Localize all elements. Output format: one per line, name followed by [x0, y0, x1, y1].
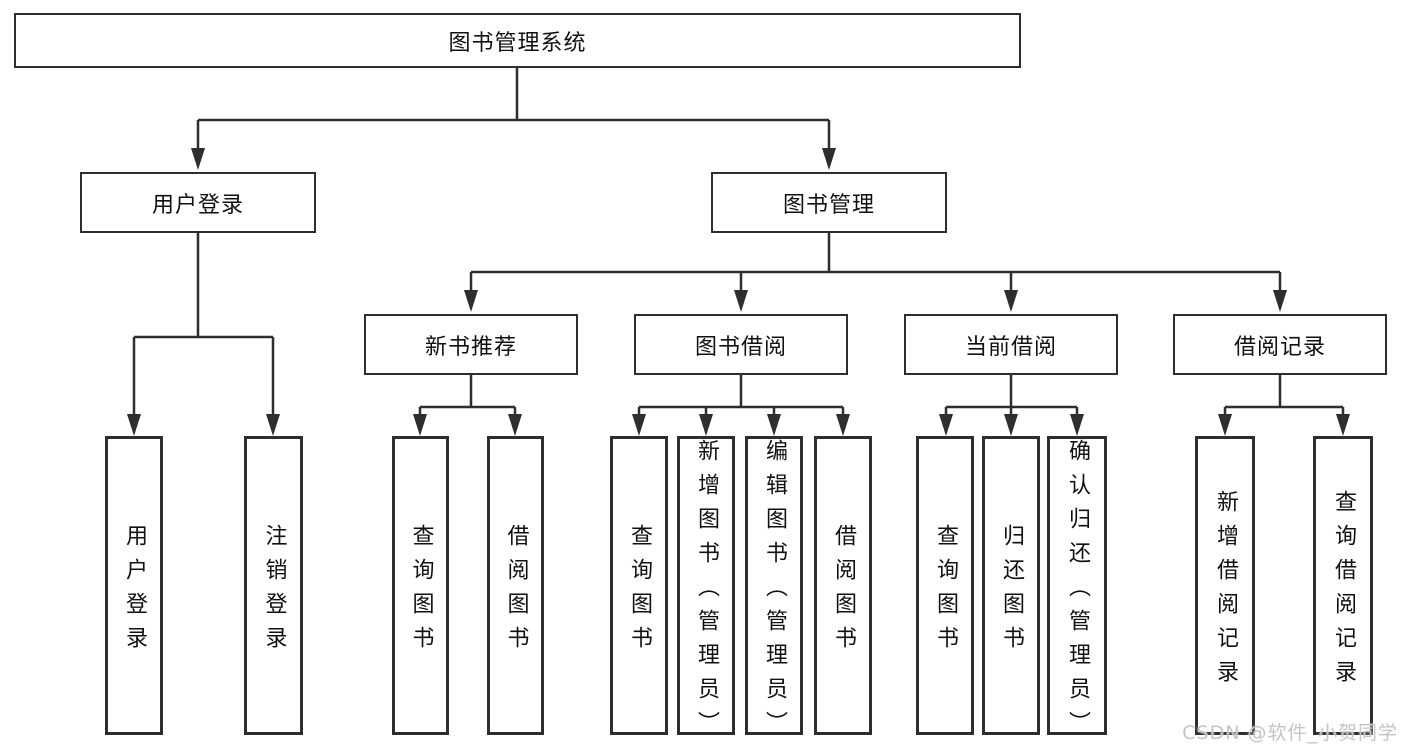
leaf-return-books: 归还图书: [982, 436, 1040, 735]
node-root: 图书管理系统: [14, 13, 1021, 68]
node-label: 查询图书: [933, 523, 958, 660]
arrow-icon: [767, 414, 781, 436]
arrow-icon: [266, 414, 280, 436]
node-label: 注销登录: [261, 523, 287, 660]
node-label: 归还图书: [999, 523, 1024, 660]
node-label: 用户登录: [122, 523, 147, 660]
arrow-icon: [734, 290, 748, 312]
node-label: 借阅图书: [831, 523, 856, 660]
arrow-icon: [699, 414, 713, 436]
node-new-book-recommend: 新书推荐: [364, 314, 578, 375]
arrow-icon: [1004, 290, 1018, 312]
watermark: CSDN @软件_小贺同学: [1182, 722, 1398, 744]
arrow-icon: [939, 414, 953, 436]
node-user-login: 用户登录: [80, 172, 316, 233]
node-label: 新书推荐: [424, 334, 517, 360]
arrow-icon: [464, 290, 478, 312]
leaf-add-borrow-record: 新增借阅记录: [1195, 436, 1255, 735]
node-label: 新增图书（管理员）: [694, 438, 719, 745]
arrow-icon: [836, 414, 850, 436]
arrow-icon: [1004, 414, 1018, 436]
arrow-icon: [191, 148, 205, 170]
leaf-logout: 注销登录: [244, 436, 303, 735]
node-label: 借阅记录: [1233, 334, 1326, 360]
node-label: 确认归还（管理员）: [1065, 438, 1090, 745]
leaf-user-login: 用户登录: [105, 436, 163, 735]
leaf-query-books-2: 查询图书: [610, 436, 668, 735]
leaf-borrow-books-2: 借阅图书: [814, 436, 872, 735]
arrow-icon: [1218, 414, 1232, 436]
node-book-management: 图书管理: [711, 172, 947, 233]
arrow-icon: [632, 414, 646, 436]
arrow-icon: [1273, 290, 1287, 312]
node-label: 图书管理系统: [448, 30, 587, 56]
node-current-borrow: 当前借阅: [904, 314, 1118, 375]
node-label: 编辑图书（管理员）: [762, 438, 787, 745]
arrow-icon: [822, 148, 836, 170]
arrow-icon: [127, 414, 141, 436]
node-label: 查询借阅记录: [1331, 489, 1356, 694]
leaf-add-book-admin: 新增图书（管理员）: [677, 436, 735, 745]
node-label: 查询图书: [627, 523, 652, 660]
leaf-confirm-return-admin: 确认归还（管理员）: [1047, 436, 1107, 745]
leaf-edit-book-admin: 编辑图书（管理员）: [745, 436, 803, 745]
leaf-query-books-1: 查询图书: [392, 436, 449, 735]
arrow-icon: [1070, 414, 1084, 436]
leaf-query-books-3: 查询图书: [916, 436, 974, 735]
node-label: 借阅图书: [503, 523, 529, 660]
node-borrow-records: 借阅记录: [1173, 314, 1387, 375]
node-label: 查询图书: [408, 523, 434, 660]
leaf-borrow-books-1: 借阅图书: [487, 436, 544, 735]
node-label: 图书管理: [782, 192, 875, 218]
node-label: 用户登录: [151, 192, 244, 218]
arrow-icon: [1336, 414, 1350, 436]
leaf-query-borrow-record: 查询借阅记录: [1313, 436, 1373, 735]
arrow-icon: [508, 414, 522, 436]
node-book-borrow: 图书借阅: [634, 314, 848, 375]
node-label: 当前借阅: [964, 334, 1057, 360]
node-label: 图书借阅: [694, 334, 787, 360]
arrow-icon: [413, 414, 427, 436]
node-label: 新增借阅记录: [1213, 489, 1238, 694]
